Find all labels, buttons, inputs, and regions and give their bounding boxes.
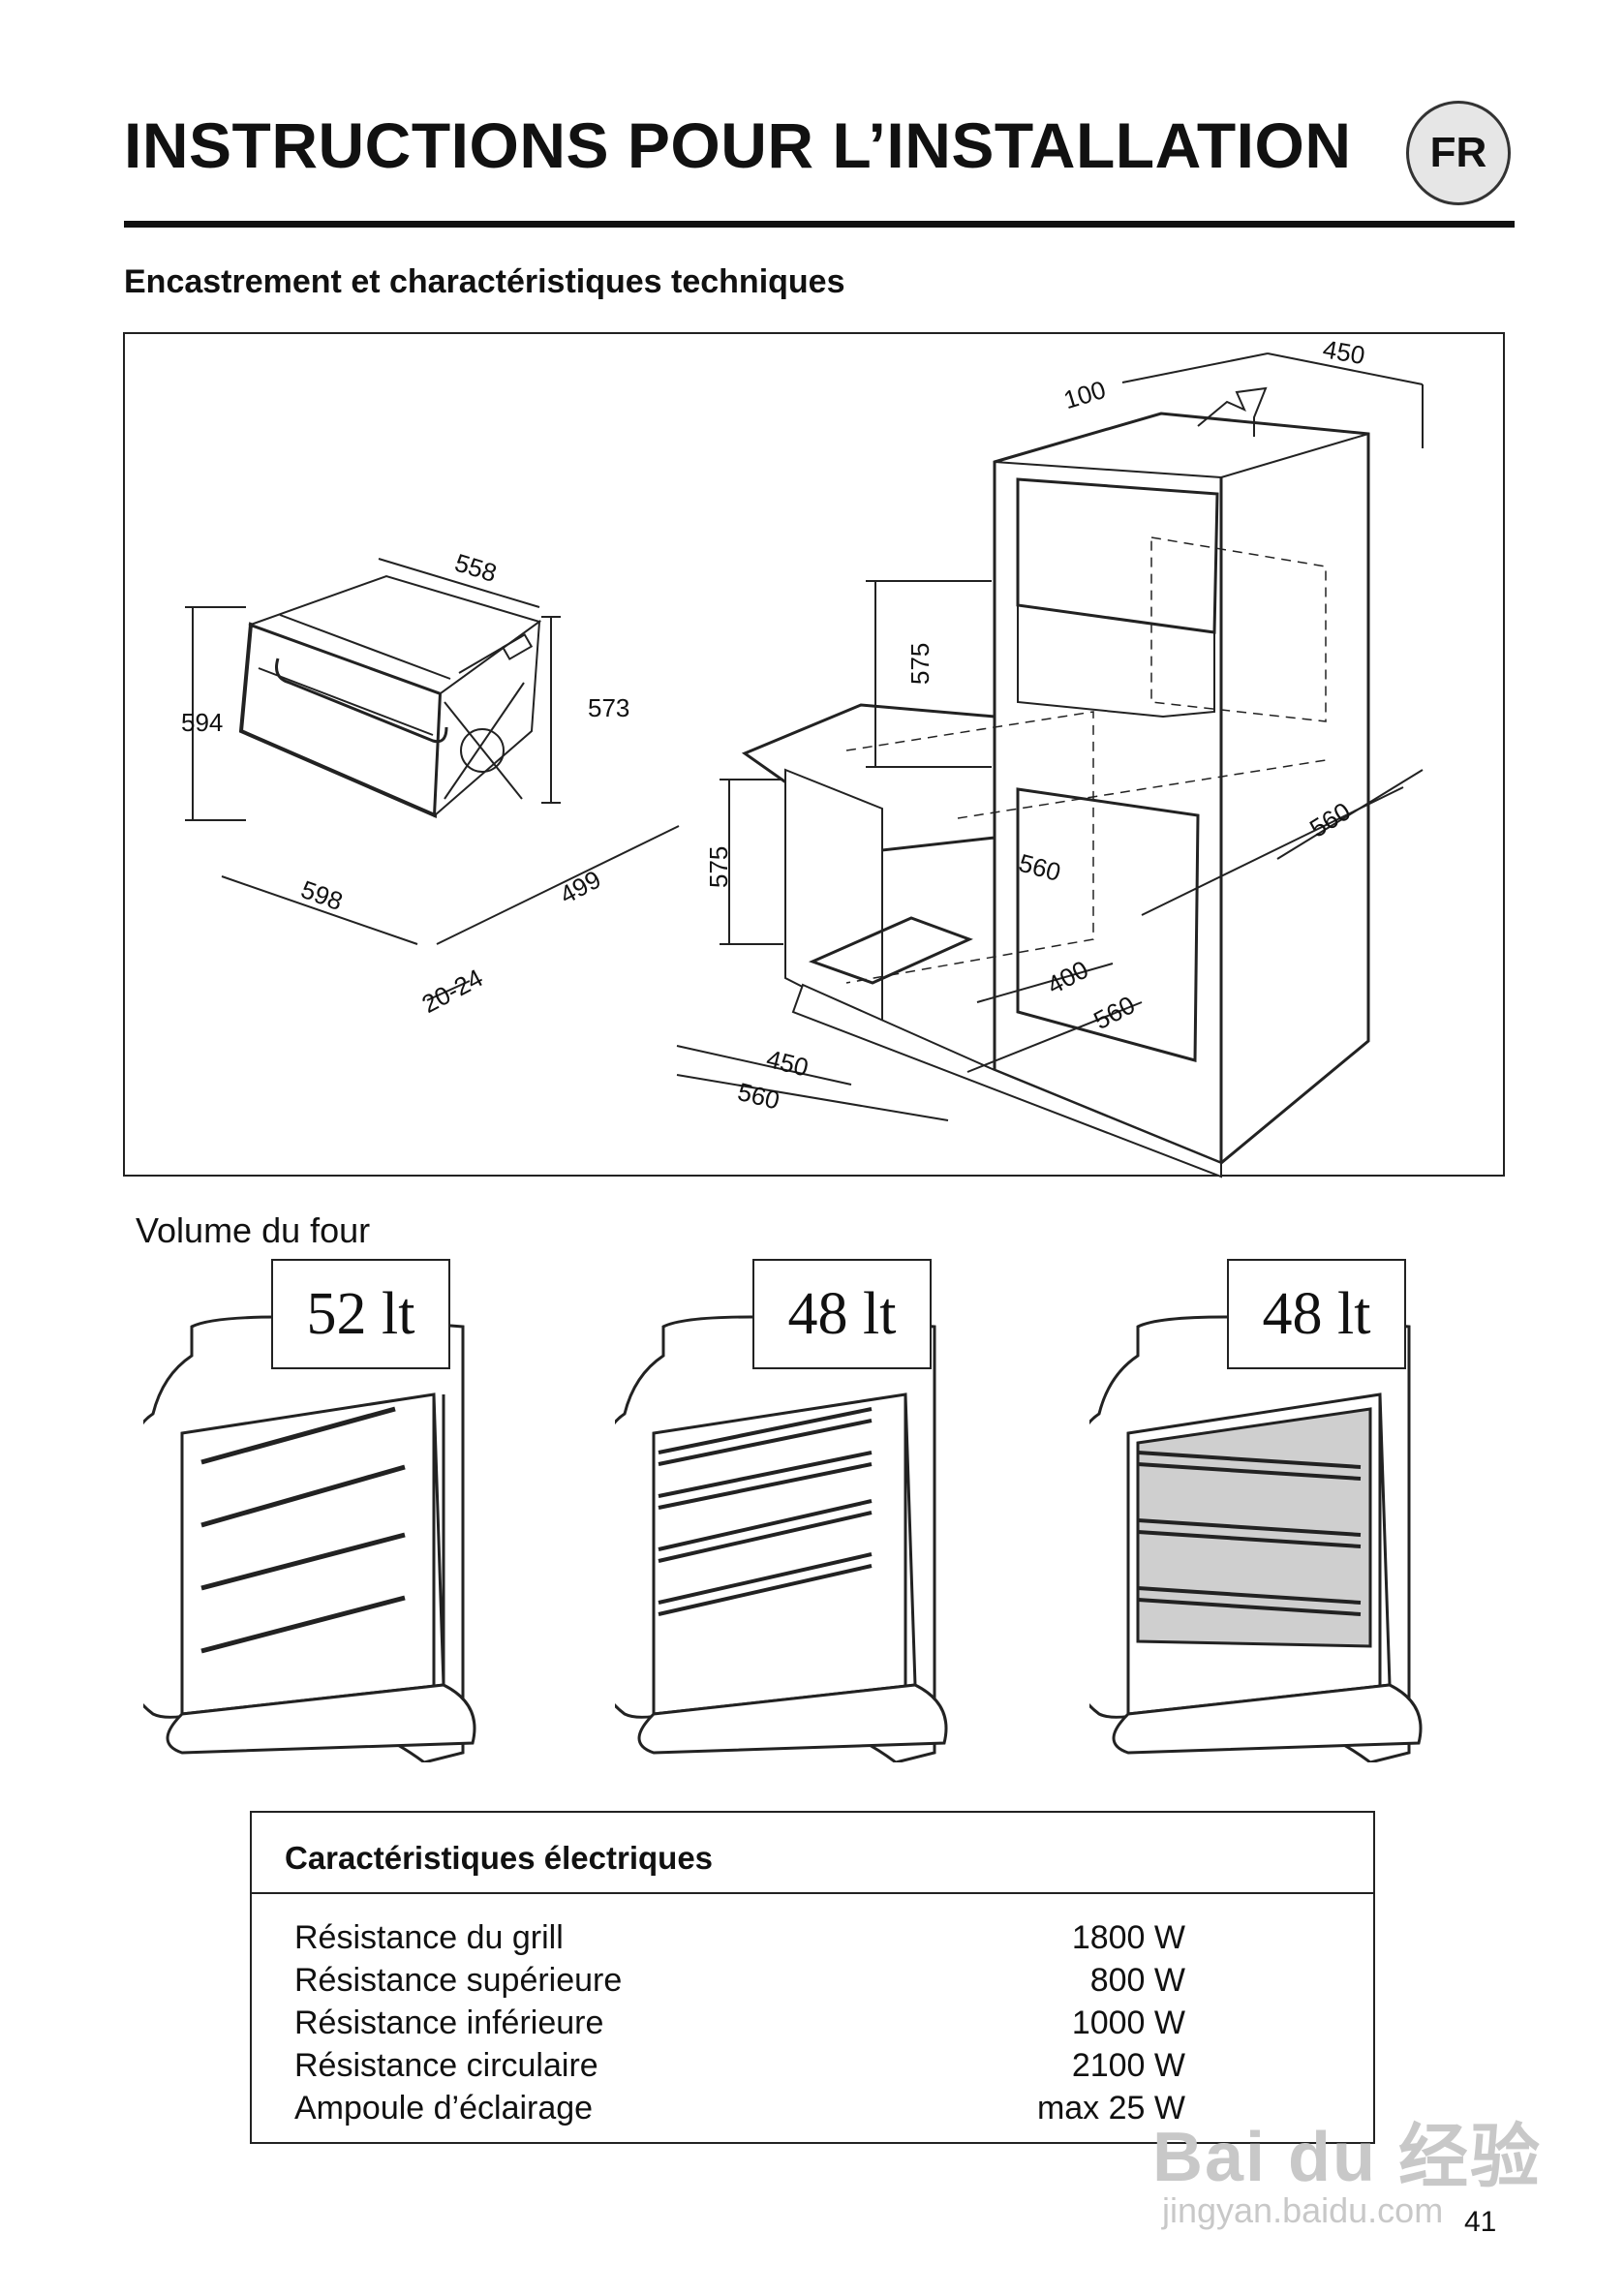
- dim-label: 450: [1321, 334, 1367, 370]
- baidu-watermark-url: jingyan.baidu.com: [1162, 2190, 1444, 2230]
- dim-label: 450: [764, 1044, 812, 1083]
- dim-label: 499: [555, 865, 605, 910]
- installation-diagram: 558 594 573 598 499 20-24: [123, 332, 1505, 1178]
- spec-name: Résistance circulaire: [294, 2047, 598, 2084]
- oven-interior-panel: 48 lt: [1089, 1259, 1525, 1762]
- volume-label: 48 lt: [1227, 1259, 1406, 1369]
- dim-label: 100: [1060, 375, 1109, 414]
- volume-title: Volume du four: [136, 1210, 371, 1250]
- spec-name: Résistance inférieure: [294, 2004, 604, 2041]
- dim-label: 594: [181, 708, 223, 737]
- spec-row: Résistance circulaire 2100 W: [294, 2047, 1185, 2090]
- dim-label: 573: [588, 693, 629, 722]
- spec-value: 1000 W: [1071, 2004, 1185, 2041]
- dim-label: 560: [735, 1077, 782, 1116]
- spec-row: Résistance inférieure 1000 W: [294, 2004, 1185, 2047]
- language-badge: FR: [1406, 101, 1511, 205]
- volume-label: 52 lt: [271, 1259, 450, 1369]
- spec-row: Résistance du grill 1800 W: [294, 1919, 1185, 1962]
- oven-interior-panel: 52 lt: [143, 1259, 579, 1762]
- electrical-specs-divider: [252, 1892, 1373, 1894]
- section-heading: Encastrement et charactéristiques techni…: [124, 263, 845, 300]
- spec-value: max 25 W: [1036, 2090, 1185, 2127]
- spec-row: Ampoule d’éclairage max 25 W: [294, 2090, 1185, 2132]
- baidu-watermark-logo: Bai du 经验: [1152, 2119, 1543, 2196]
- spec-name: Résistance supérieure: [294, 1962, 623, 1999]
- dim-label: 575: [905, 643, 935, 685]
- electrical-specs-title: Caractéristiques électriques: [285, 1840, 714, 1876]
- spec-value: 800 W: [1089, 1962, 1185, 1999]
- spec-name: Ampoule d’éclairage: [294, 2090, 594, 2127]
- spec-value: 1800 W: [1071, 1919, 1185, 1956]
- oven-interior-panel: 48 lt: [615, 1259, 1051, 1762]
- page-number: 41: [1464, 2206, 1497, 2238]
- volume-label: 48 lt: [752, 1259, 932, 1369]
- spec-row: Résistance supérieure 800 W: [294, 1962, 1185, 2004]
- electrical-specs-box: Caractéristiques électriques Résistance …: [250, 1811, 1375, 2144]
- dim-label: 558: [451, 548, 500, 588]
- dim-label: 20-24: [417, 963, 488, 1019]
- dim-label: 598: [297, 874, 347, 916]
- dim-label: 575: [704, 846, 733, 888]
- oven-drawing: [185, 558, 680, 1001]
- page-title: INSTRUCTIONS POUR L’INSTALLATION: [124, 109, 1352, 181]
- spec-value: 2100 W: [1071, 2047, 1185, 2084]
- title-divider: [124, 221, 1515, 228]
- spec-name: Résistance du grill: [294, 1919, 564, 1956]
- cabinet-drawing: [676, 352, 1424, 1178]
